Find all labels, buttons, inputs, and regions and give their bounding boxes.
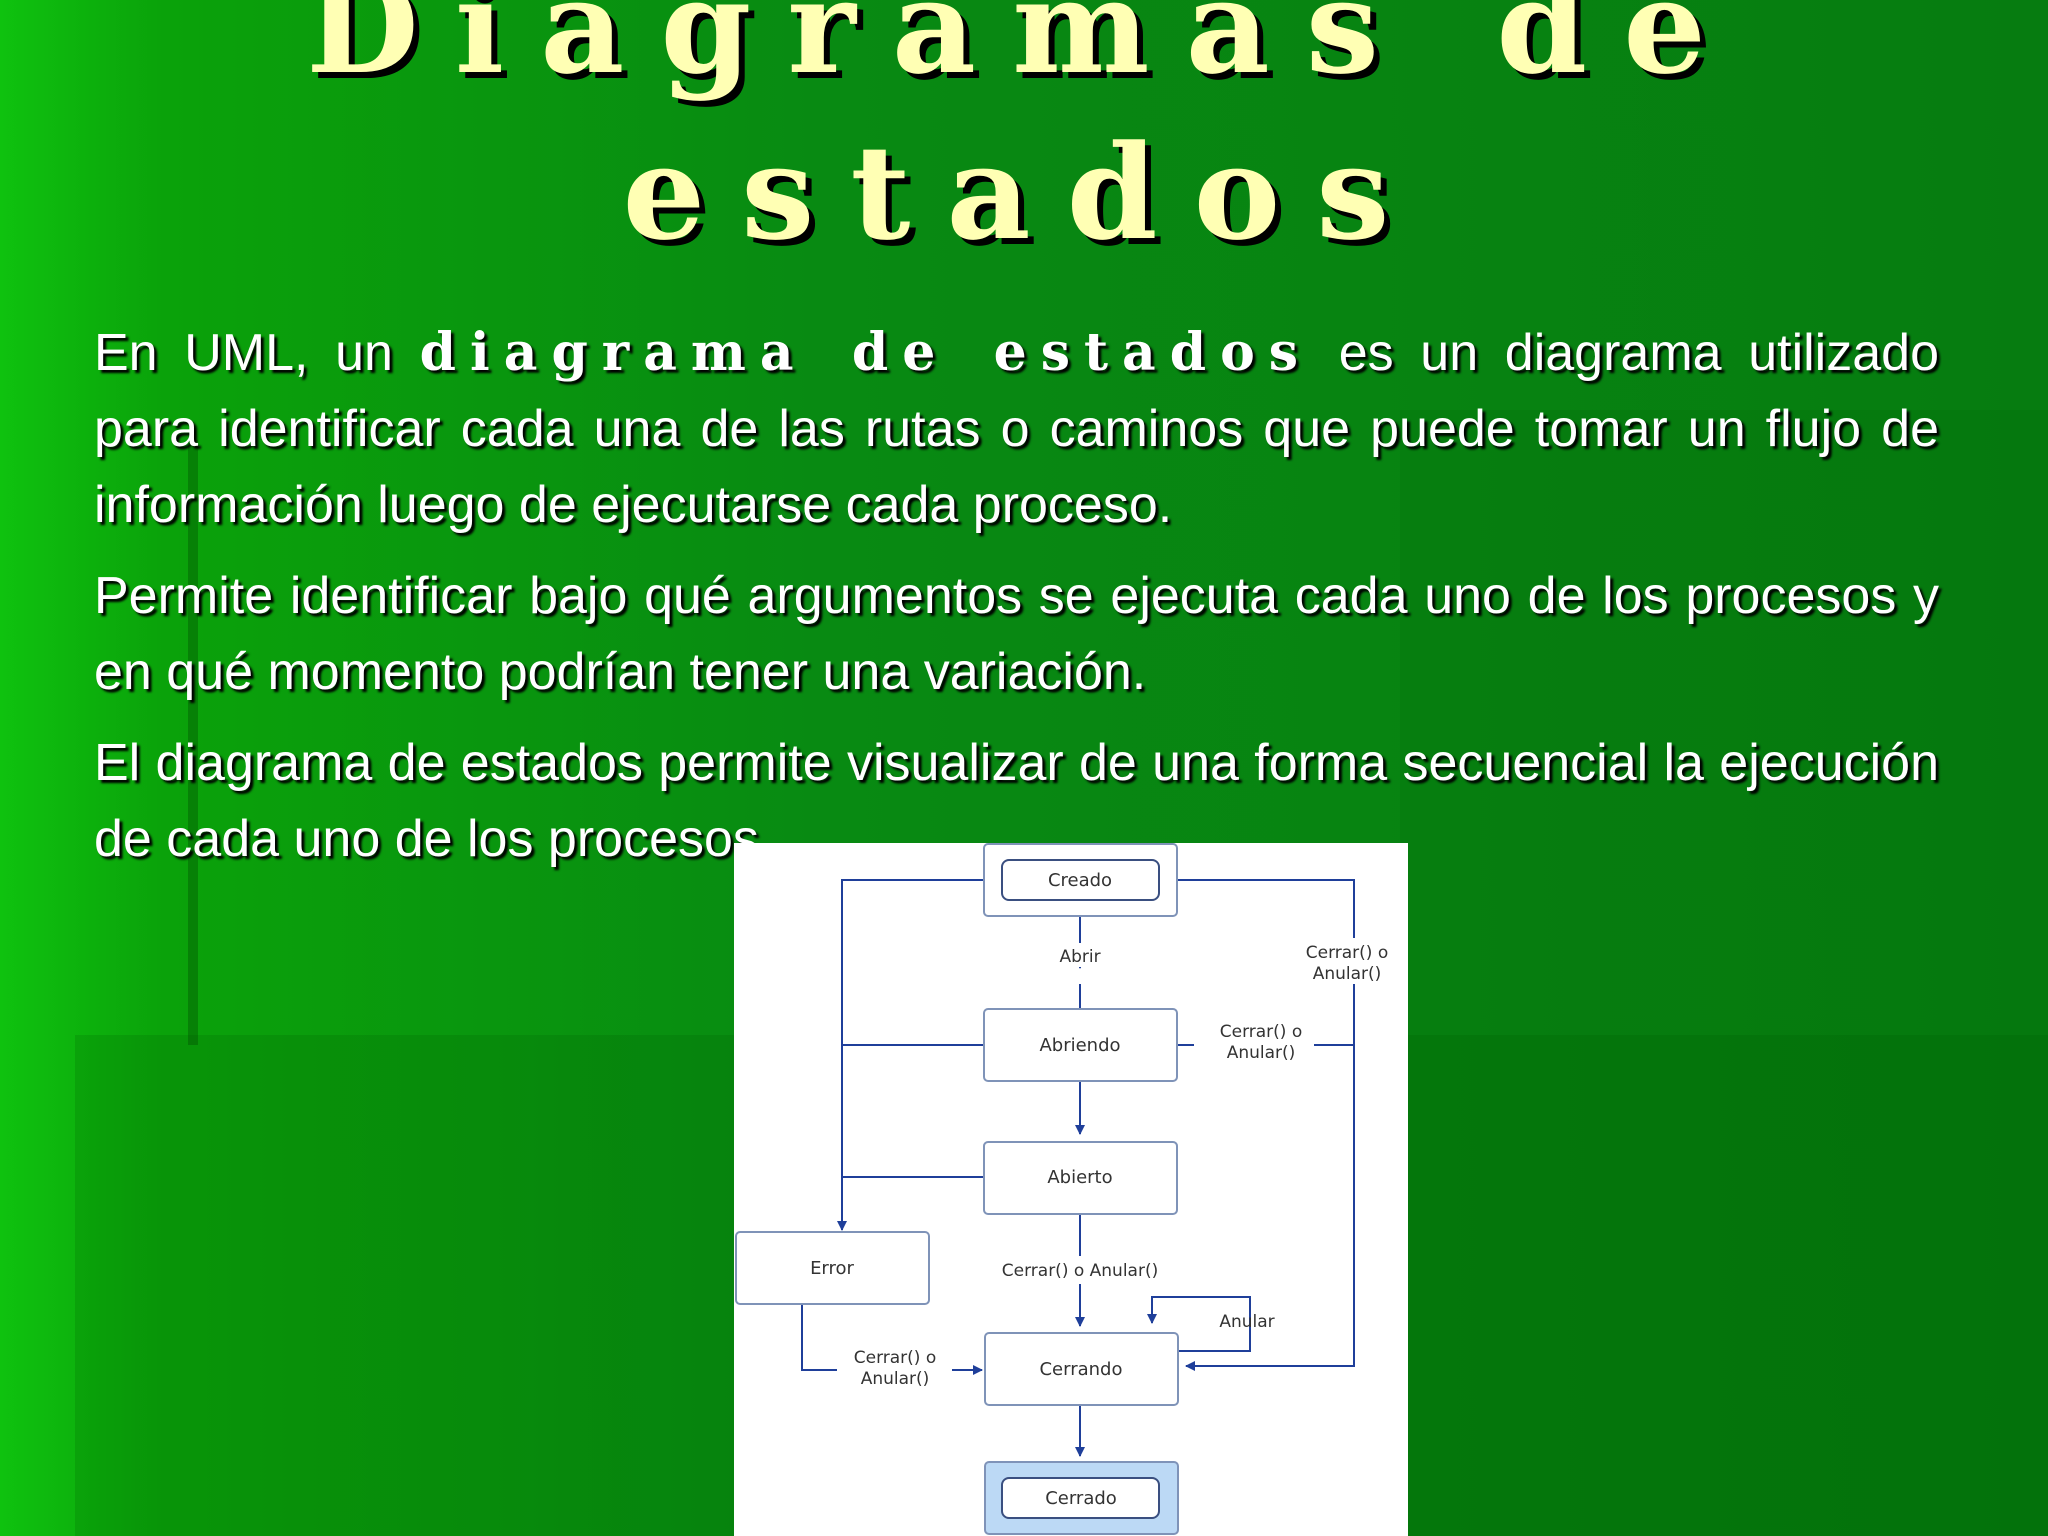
state-label-cerrando: Cerrando bbox=[1039, 1359, 1122, 1380]
transition-label-error-cerrar-2: Anular() bbox=[861, 1369, 930, 1389]
slide-title-line-1: Diagramas de bbox=[306, 0, 1742, 103]
state-box-abriendo: Abriendo bbox=[983, 1008, 1178, 1082]
arrow-creado-error bbox=[837, 879, 984, 1231]
transition-label-creado-cerrar-1: Cerrar() o bbox=[1306, 943, 1389, 963]
transition-label-abriendo-cerrar-2: Anular() bbox=[1227, 1043, 1296, 1063]
paragraph-sequence: El diagrama de estados permite visualiza… bbox=[94, 734, 1939, 868]
line-error-cerrando bbox=[801, 1305, 837, 1371]
state-box-cerrado: Cerrado bbox=[984, 1461, 1179, 1535]
arrow-anular-self-loop bbox=[1147, 1296, 1251, 1352]
state-box-creado: Creado bbox=[983, 843, 1178, 917]
slide-title-line-2: estados bbox=[622, 116, 1426, 269]
paragraph-rest: es un diagrama utilizado para identifica… bbox=[94, 324, 1939, 534]
transition-label-error-cerrar-1: Cerrar() o bbox=[854, 1348, 937, 1368]
transition-label-abrir: Abrir bbox=[1059, 947, 1100, 967]
transition-label-abierto-cerrar: Cerrar() o Anular() bbox=[1002, 1261, 1158, 1281]
state-label-creado: Creado bbox=[1048, 870, 1112, 891]
state-box-error: Error bbox=[735, 1231, 930, 1305]
transition-label-abriendo-cerrar-1: Cerrar() o bbox=[1220, 1022, 1303, 1042]
transition-label-anular: Anular bbox=[1219, 1312, 1274, 1332]
background-panel-right bbox=[1400, 410, 2048, 1536]
state-diagram-svg: Creado Abriendo Abierto Error Cerrando C… bbox=[735, 843, 1389, 1535]
state-label-cerrado: Cerrado bbox=[1045, 1488, 1117, 1509]
background-vertical-rule bbox=[188, 440, 198, 1045]
state-label-abierto: Abierto bbox=[1047, 1167, 1112, 1188]
transition-label-creado-cerrar-2: Anular() bbox=[1313, 964, 1382, 984]
state-box-cerrando: Cerrando bbox=[984, 1332, 1179, 1406]
paragraph-lead: En UML, un bbox=[94, 324, 420, 382]
emphasis-term: diagrama de estados bbox=[419, 322, 1313, 383]
state-diagram: Creado Abriendo Abierto Error Cerrando C… bbox=[734, 843, 1408, 1536]
paragraph-definition: En UML, un diagrama de estados es un dia… bbox=[94, 315, 1939, 543]
state-label-abriendo: Abriendo bbox=[1039, 1035, 1120, 1056]
state-box-abierto: Abierto bbox=[983, 1141, 1178, 1215]
state-label-error: Error bbox=[810, 1258, 854, 1279]
arrow-creado-cerrando bbox=[1177, 879, 1355, 1371]
paragraph-arguments: Permite identificar bajo qué argumentos … bbox=[94, 567, 1939, 701]
